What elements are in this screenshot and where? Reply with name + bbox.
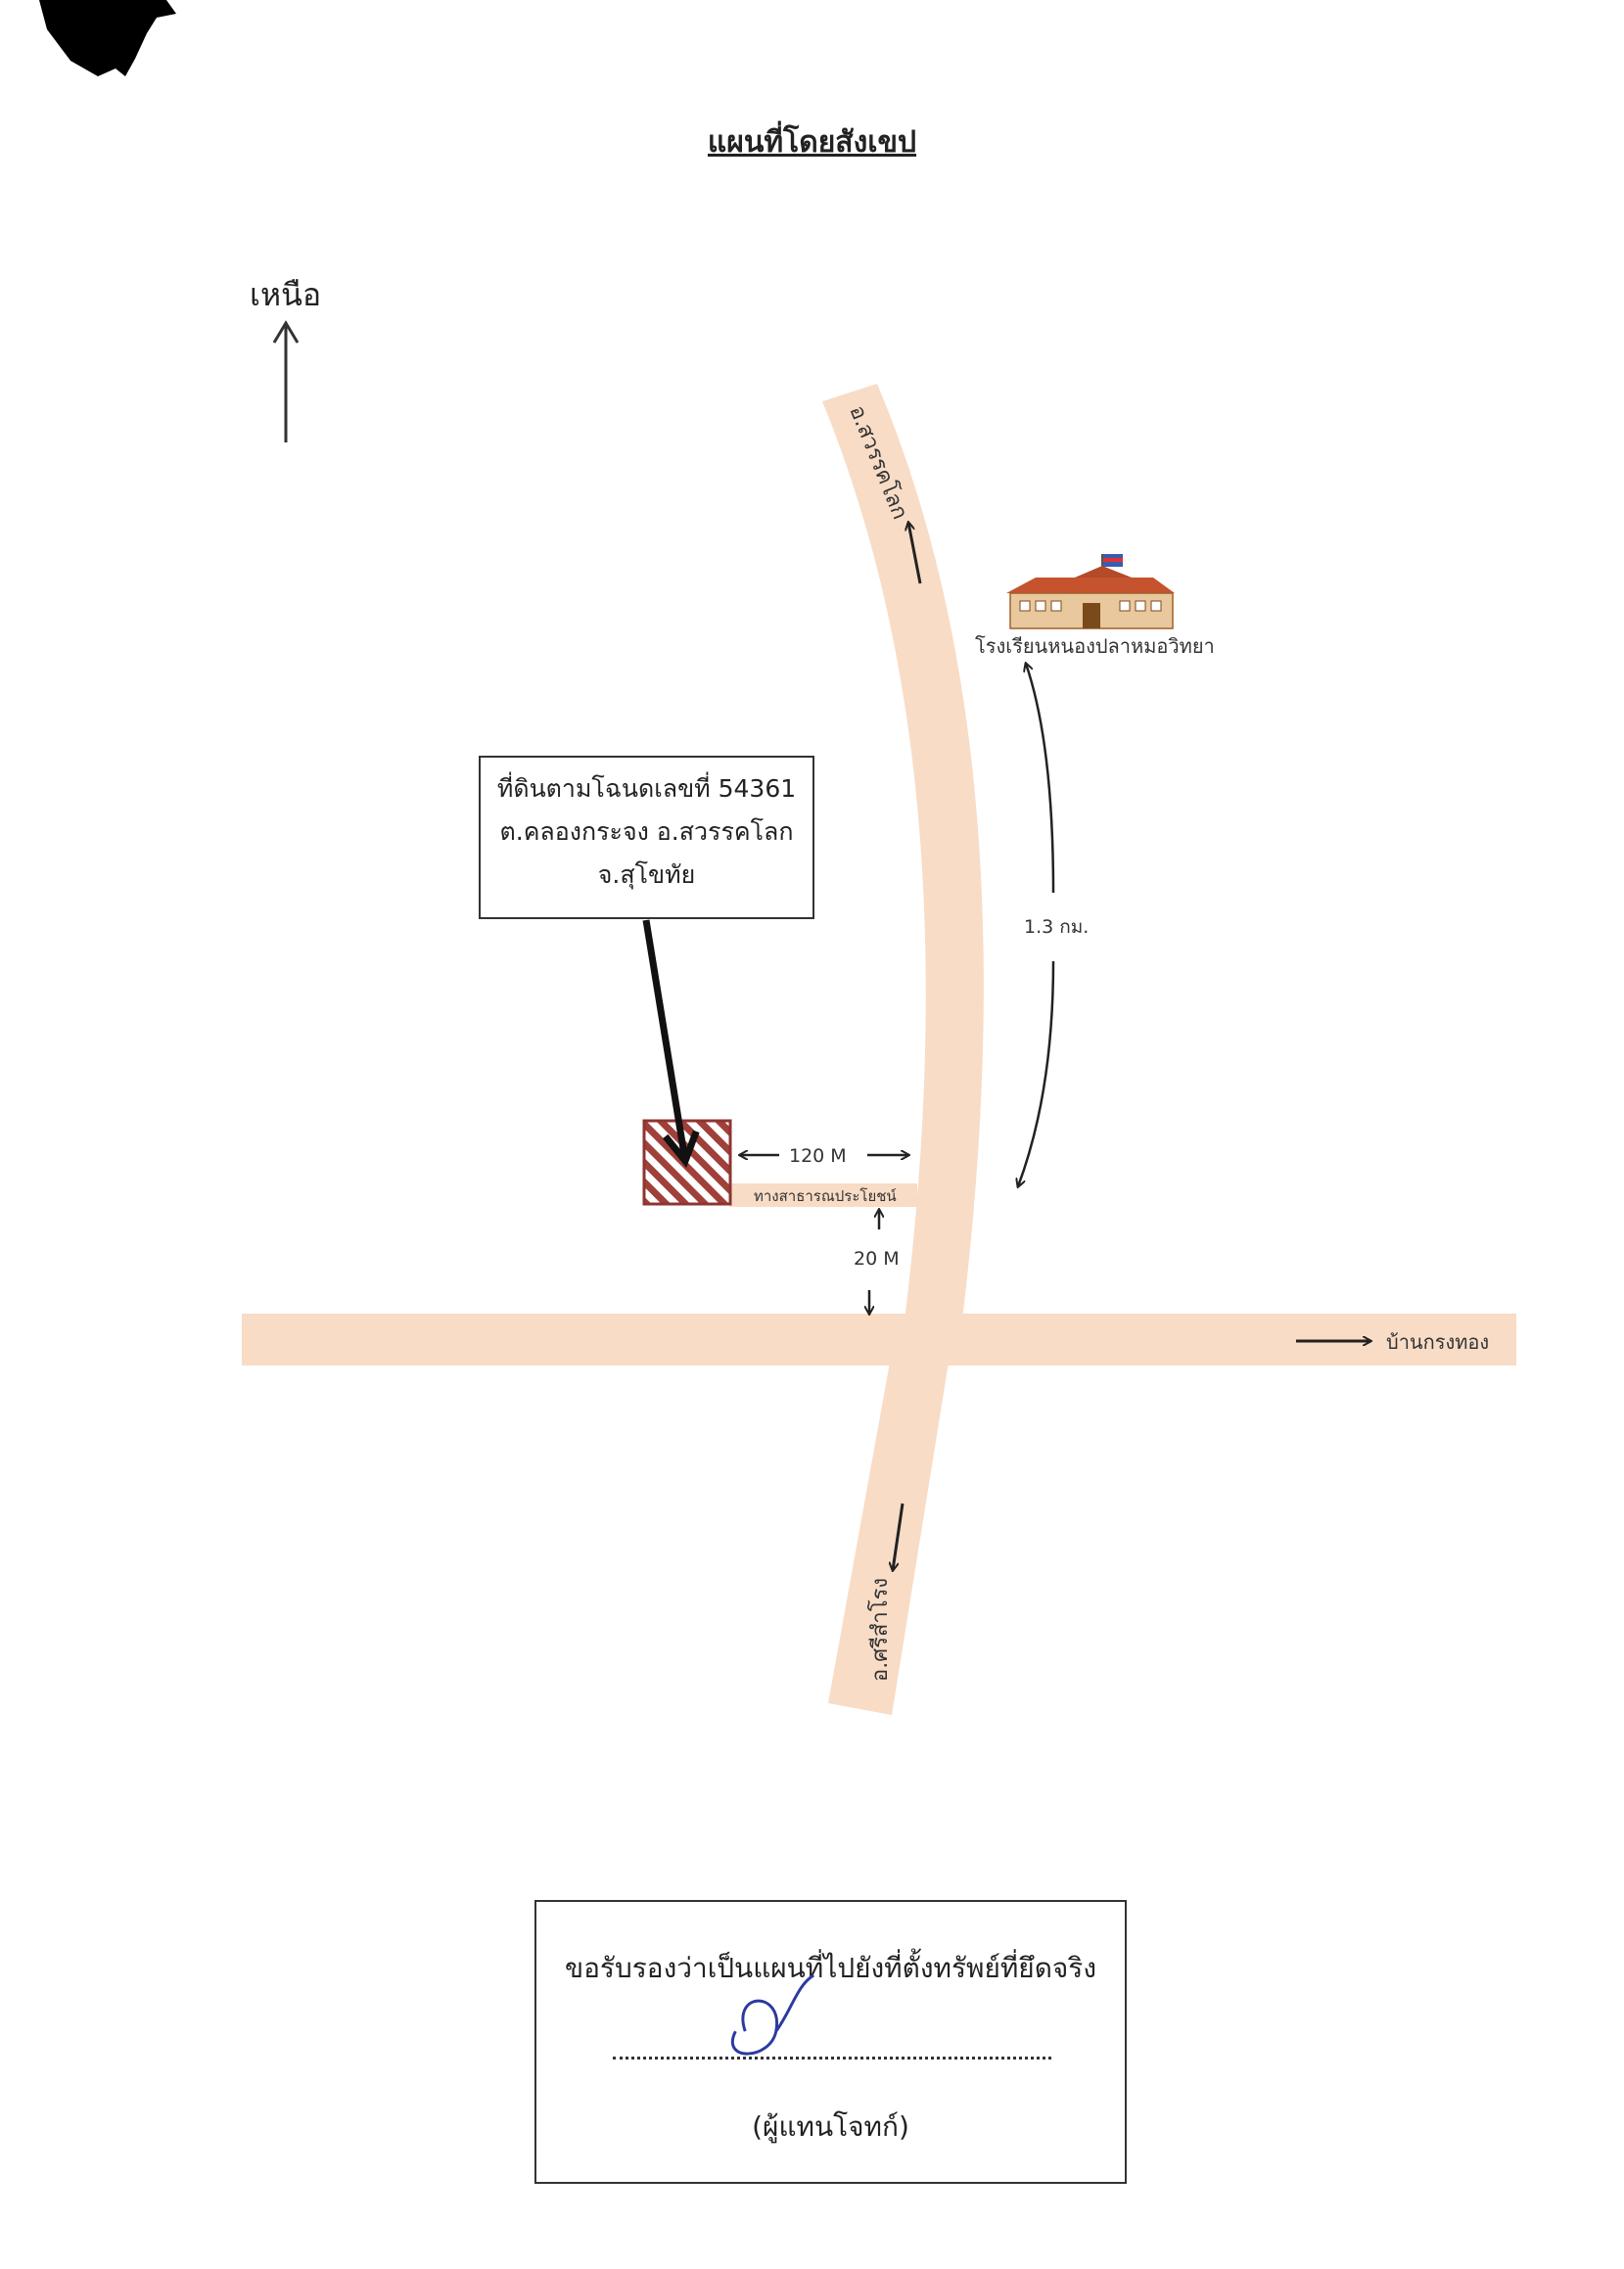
certification-role: (ผู้แทนโจทก์) <box>752 2110 909 2143</box>
public-lane-label: ทางสาธารณประโยชน์ <box>754 1187 897 1205</box>
distance-20m-label: 20 M <box>854 1248 900 1270</box>
north-curved-road <box>822 384 984 1366</box>
map-title: แผนที่โดยสังเขป <box>707 125 917 160</box>
parcel-location-line: ต.คลองกระจง อ.สวรรคโลก <box>499 817 794 846</box>
distance-school-label: 1.3 กม. <box>1024 916 1089 938</box>
parcel-info-box: ที่ดินตามโฉนดเลขที่ 54361 ต.คลองกระจง อ.… <box>479 756 814 919</box>
parcel-deed-line: ที่ดินตามโฉนดเลขที่ 54361 <box>496 774 797 803</box>
school-building-icon <box>1006 554 1175 629</box>
signature-line <box>613 2057 1051 2060</box>
parcel-province-line: จ.สุโขทัย <box>597 860 696 889</box>
public-lane <box>729 1183 917 1207</box>
north-direction-arrow <box>908 523 922 584</box>
school-name-label: โรงเรียนหนองปลาหมอวิทยา <box>975 634 1215 658</box>
distance-20m-arrows <box>869 1210 879 1314</box>
south-destination-label: อ.ศรีสำโรง <box>867 1578 893 1682</box>
scan-blot <box>39 0 176 76</box>
land-parcel <box>642 1119 732 1206</box>
east-destination-label: บ้านกรงทอง <box>1386 1330 1489 1354</box>
north-arrow-icon <box>272 320 300 442</box>
signature-icon <box>731 1973 815 2056</box>
parcel-pointer-arrow <box>642 919 700 1168</box>
south-road <box>828 1314 956 1715</box>
certification-statement: ขอรับรองว่าเป็นแผนที่ไปยังที่ตั้งทรัพย์ท… <box>564 1952 1097 1984</box>
certification-box: ขอรับรองว่าเป็นแผนที่ไปยังที่ตั้งทรัพย์ท… <box>534 1900 1127 2184</box>
distance-120m-label: 120 M <box>789 1145 847 1167</box>
south-direction-arrow <box>893 1503 905 1570</box>
distance-school-arrows <box>1018 664 1055 1186</box>
north-label: เหนือ <box>250 276 322 313</box>
